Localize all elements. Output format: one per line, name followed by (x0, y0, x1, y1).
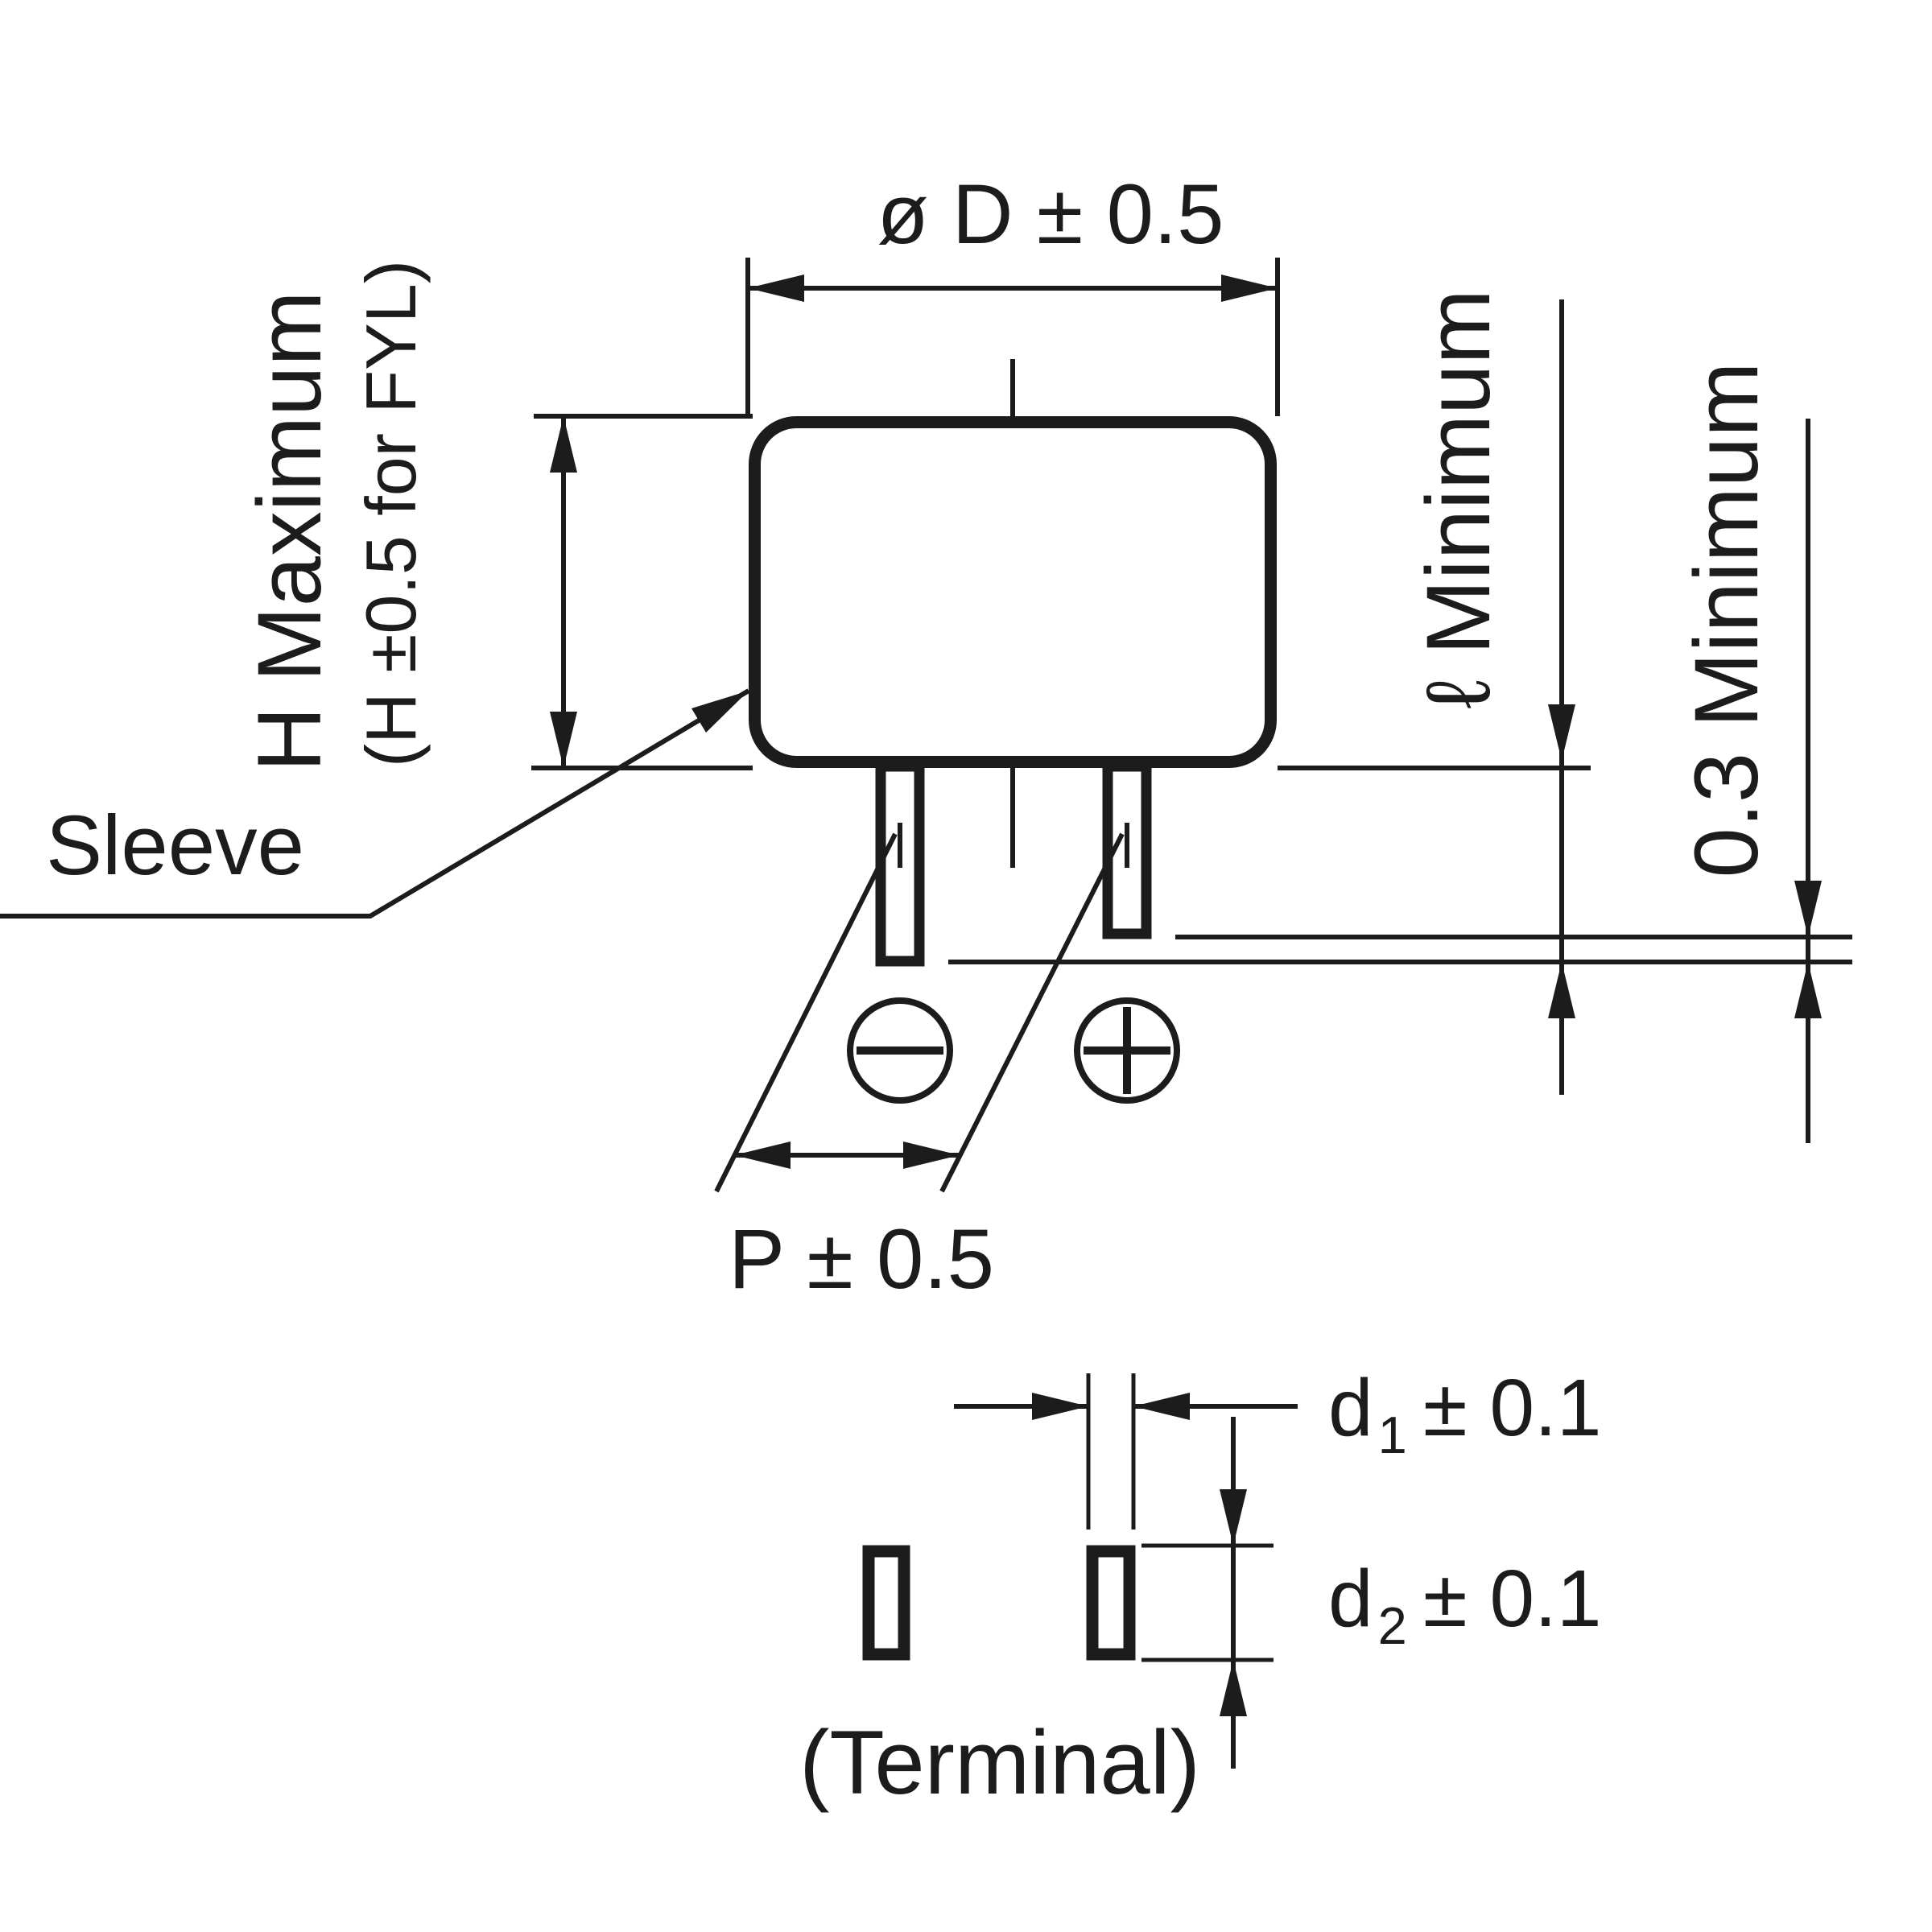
arrowhead-right-icon (1221, 275, 1278, 302)
arrowhead-up-icon (1220, 1660, 1247, 1716)
arrowhead-right-icon (903, 1141, 960, 1169)
plus-polarity-icon (1074, 997, 1180, 1104)
lead-length-dimension: ℓ Minimum (1408, 289, 1575, 1095)
tip-offset-label: 0.3 Minimum (1676, 361, 1777, 877)
terminal-label: (Terminal) (799, 1712, 1200, 1813)
arrowhead-up-icon (1794, 962, 1822, 1018)
pitch-dimension: P ± 0.5 (714, 832, 1125, 1307)
diameter-label: ø D ± 0.5 (877, 167, 1224, 262)
d2-dimension: d2 ± 0.1 (1141, 1417, 1601, 1769)
d2-base: d (1328, 1554, 1373, 1644)
terminal-section-left (862, 1545, 910, 1661)
arrowhead-down-icon (1794, 881, 1822, 937)
terminal-section-right (1086, 1545, 1136, 1661)
capacitor-front-view (749, 359, 1277, 967)
d1-dimension: d1 ± 0.1 (954, 1363, 1601, 1530)
arrowhead-left-icon (748, 275, 804, 302)
arrowhead-down-icon (1548, 704, 1575, 761)
leader-arrowhead-icon (691, 691, 749, 733)
d2-subscript: 2 (1378, 1596, 1407, 1655)
d2-label: d2 ± 0.1 (1328, 1554, 1601, 1655)
tip-offset-dimension: 0.3 Minimum (1676, 361, 1822, 1143)
diameter-dimension: ø D ± 0.5 (745, 167, 1280, 416)
polarity-markers (847, 997, 1180, 1104)
d1-base: d (1328, 1363, 1373, 1453)
arrowhead-left-icon (734, 1141, 791, 1169)
terminal-detail: d1± 0.1 d2± 0.1 (Terminal) (799, 1363, 1601, 1813)
arrowhead-up-icon (550, 416, 577, 473)
arrowhead-right-icon (1032, 1393, 1088, 1420)
sleeve-callout: Sleeve (0, 688, 750, 919)
height-dimension: H Maximum (H ±0.5 for FYL) (239, 260, 753, 772)
pitch-leader-left (714, 832, 898, 1193)
arrowhead-down-icon (1220, 1489, 1247, 1546)
pitch-label: P ± 0.5 (729, 1212, 994, 1307)
d1-subscript: 1 (1378, 1406, 1407, 1464)
d2-tolerance: ± 0.1 (1423, 1554, 1602, 1644)
lead-length-label: ℓ Minimum (1408, 289, 1509, 709)
capacitor-body (749, 416, 1277, 768)
reference-lines (948, 766, 1852, 964)
height-note: (H ±0.5 for FYL) (351, 260, 431, 767)
d1-tolerance: ± 0.1 (1423, 1363, 1602, 1453)
arrowhead-down-icon (550, 712, 577, 768)
sleeve-leader-line (0, 688, 750, 919)
arrowhead-left-icon (1133, 1393, 1190, 1420)
arrowhead-up-icon (1548, 962, 1575, 1018)
minus-circle (847, 997, 953, 1104)
sleeve-label: Sleeve (46, 799, 304, 893)
height-label: H Maximum (239, 291, 340, 771)
minus-polarity-icon (847, 997, 953, 1104)
pitch-leader-right (939, 832, 1125, 1193)
plus-circle (1074, 997, 1180, 1104)
d1-label: d1 ± 0.1 (1328, 1363, 1601, 1464)
